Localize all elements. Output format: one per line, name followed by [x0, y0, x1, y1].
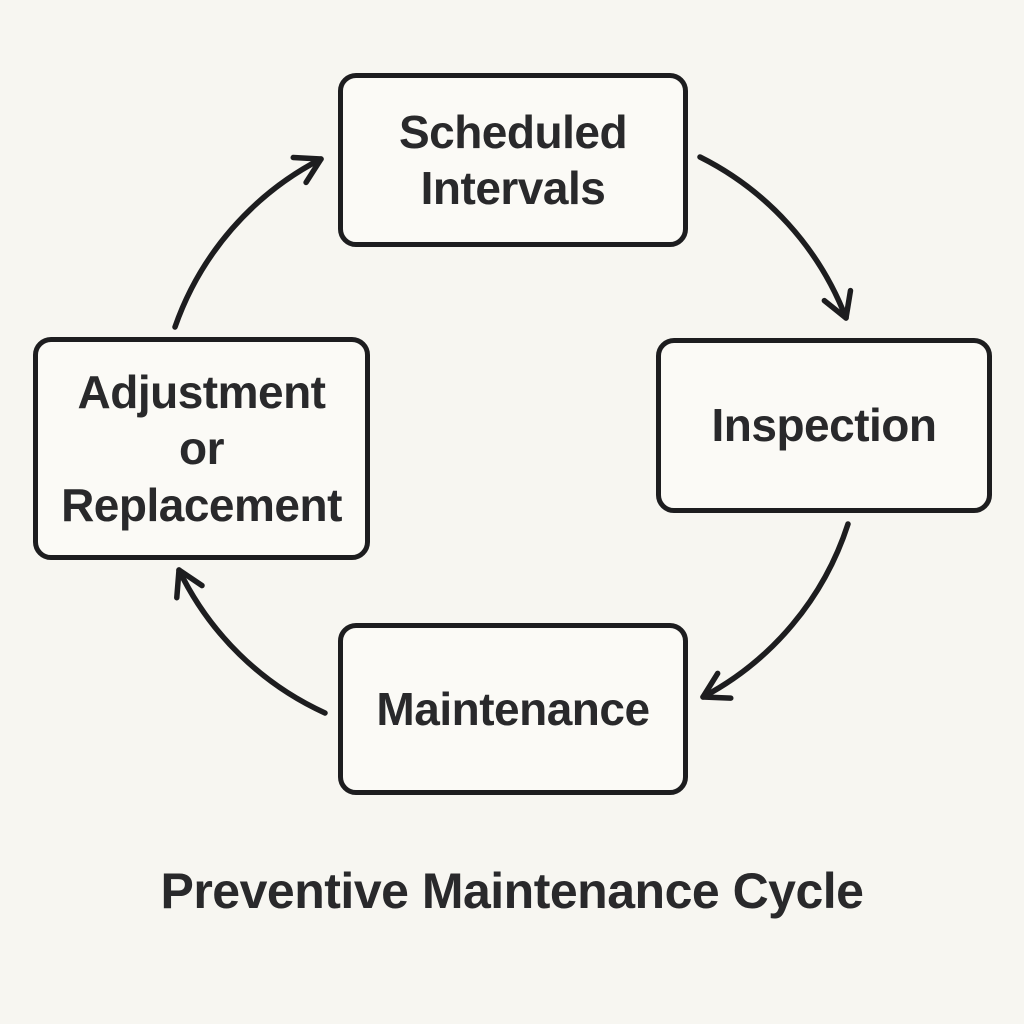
node-label-scheduled-intervals: Scheduled Intervals [398, 105, 628, 214]
node-label-maintenance: Maintenance [376, 682, 650, 735]
node-inspection: Inspection [656, 338, 992, 513]
arrow-scheduled-to-inspection [697, 154, 854, 321]
node-scheduled-intervals: Scheduled Intervals [338, 73, 688, 247]
node-adjustment-or-replacement: Adjustment or Replacement [33, 337, 370, 560]
node-label-inspection: Inspection [711, 399, 937, 452]
diagram-title: Preventive Maintenance Cycle [160, 863, 865, 919]
arrow-adjustment-to-scheduled [172, 154, 324, 330]
node-label-adjustment-or-replacement: Adjustment or Replacement [61, 366, 342, 531]
arrow-inspection-to-maintenance [700, 521, 851, 701]
arrow-maintenance-to-adjustment [174, 567, 328, 716]
node-maintenance: Maintenance [338, 623, 688, 795]
